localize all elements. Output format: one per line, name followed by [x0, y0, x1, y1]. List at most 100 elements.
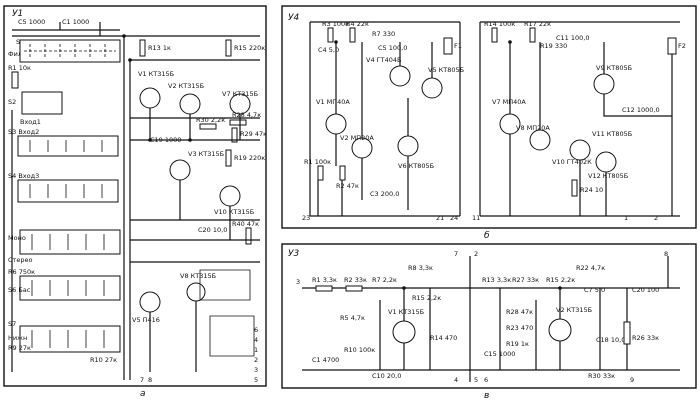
label-r29: R29 47к: [240, 130, 267, 138]
label-b-r2: R2 47к: [336, 182, 359, 190]
label-r30: R30 2,2к: [196, 116, 225, 124]
pin-b-11: 11: [472, 214, 480, 222]
resistor-r28: [229, 119, 247, 126]
fuse-f2: [667, 37, 677, 55]
label-r40: R40 47к: [232, 220, 259, 228]
label-v-r23: R23 470: [506, 324, 533, 332]
label-r6: R6 750к: [8, 268, 35, 276]
panel-a-wiring: [130, 59, 260, 372]
label-v-c13: C7 5,0: [584, 286, 605, 294]
resistor-r30: [199, 123, 217, 130]
resistor-r40: [245, 227, 252, 245]
label-v-c10: C10 20,0: [372, 372, 401, 380]
label-v-r1: R1 3,3к: [312, 276, 337, 284]
label-v-v1: V1 КТ315Б: [388, 308, 424, 316]
pin-v-3: 3: [296, 278, 300, 286]
label-v-r10: R10 100к: [344, 346, 375, 354]
label-b-v2: V2 МП20А: [340, 134, 374, 142]
transistor-v8: [186, 282, 206, 302]
switch-bank-s1: [19, 39, 121, 63]
label-b-v1: V1 МП40А: [316, 98, 350, 106]
switch-bank-s7: [19, 325, 121, 353]
resistor-r29: [231, 127, 238, 143]
label-b-r17: R17 22к: [524, 20, 551, 28]
resistor-b-r17: [529, 27, 536, 43]
label-low: Нижн: [8, 334, 27, 342]
pin-b-2: 2: [654, 214, 658, 222]
label-v-r19: R19 1к: [506, 340, 529, 348]
label-b-v10: V10 ГТ402К: [552, 158, 592, 166]
transistor-b-v10: [569, 139, 591, 161]
panel-a-bus-top: [12, 22, 260, 37]
pin-a-1: 1: [254, 346, 258, 354]
label-b-c5: C5 100,0: [378, 44, 407, 52]
resistor-b-r2: [339, 165, 346, 181]
panel-b-left-rails: [309, 21, 461, 217]
pin-v-8: 8: [664, 250, 668, 258]
label-r10: R10 27к: [90, 356, 117, 364]
label-b-v11: V11 КТ805Б: [592, 130, 632, 138]
transistor-v10: [219, 185, 241, 207]
label-s3: S3 Вход2: [8, 128, 39, 136]
label-mono: Моно: [8, 234, 26, 242]
label-v-r8: R8 3,3к: [408, 264, 433, 272]
label-c5: С5 1000: [18, 18, 45, 26]
resistor-b-r24: [571, 179, 578, 197]
label-b-r7: R7 330: [372, 30, 395, 38]
pin-a-4: 4: [254, 336, 258, 344]
pin-a-2: 2: [254, 356, 258, 364]
pin-a-3: 3: [254, 366, 258, 374]
label-b-r14: R14 100к: [484, 20, 515, 28]
panel-v-left-wiring: [379, 288, 431, 370]
panel-b: У4 б R3 100к R4 22к C4 5,0 C5 100,0 R7 3…: [281, 5, 697, 241]
label-b-c12: C12 1000,0: [622, 106, 660, 114]
resistor-b-r3: [327, 27, 334, 43]
label-v-r14: R14 470: [430, 334, 457, 342]
label-b-r4: R4 22к: [346, 20, 369, 28]
resistor-r1: [11, 71, 19, 89]
label-b-c3: C3 200,0: [370, 190, 399, 198]
transistor-v-v2: [548, 318, 572, 342]
label-v-c1: C1 4700: [312, 356, 339, 364]
panel-v-right-wiring: [499, 256, 669, 370]
label-v2: V2 КТ315Б: [168, 82, 204, 90]
transistor-b-v6: [397, 135, 419, 157]
pin-a-6: 6: [254, 326, 258, 334]
label-v-r13: R13 3,3к: [482, 276, 511, 284]
resistor-b-r14: [491, 27, 498, 43]
label-s4: S4 Вход3: [8, 172, 39, 180]
label-v-r27: R27 33к: [512, 276, 539, 284]
label-c1: С1 1000: [62, 18, 89, 26]
transistor-v1: [139, 87, 161, 109]
panel-v: У3 в 3 7 2 4 5 6 8 9 R1 3,3к R2 33к R7 2…: [281, 243, 697, 401]
pin-v-6: 6: [484, 376, 488, 384]
label-v3: V3 КТ315Б: [188, 150, 224, 158]
label-b-r19: R19 330: [540, 42, 567, 50]
resistor-r15: [225, 39, 232, 57]
label-v5: V5 П416: [132, 316, 160, 324]
panel-b-id: У4: [288, 13, 299, 23]
label-b-v12: V12 КТ805Б: [588, 172, 628, 180]
label-b-c4: C4 5,0: [318, 46, 339, 54]
label-r15: R15 220к: [234, 44, 265, 52]
label-f2: F2: [678, 42, 686, 50]
pin-a-7: 7: [140, 376, 144, 384]
label-v10: V10 КТ315Б: [214, 208, 254, 216]
transistor-v2: [179, 93, 201, 115]
label-v-r7: R7 2,2к: [372, 276, 397, 284]
transistor-v5: [139, 291, 161, 313]
pin-a-5: 5: [254, 376, 258, 384]
panel-a-id: У1: [12, 9, 23, 19]
label-v1: V1 КТ315Б: [138, 70, 174, 78]
transistor-b-v12: [595, 151, 617, 173]
pin-b-24: 24: [450, 214, 458, 222]
resistor-v-r1: [315, 285, 333, 292]
label-v7: V7 КТ315Б: [222, 90, 258, 98]
label-stereo: Стерео: [8, 256, 32, 264]
label-v-r2: R2 33к: [344, 276, 367, 284]
label-s2: S2: [8, 98, 16, 106]
label-v-v2: V2 КТ315Б: [556, 306, 592, 314]
label-r13: R13 1к: [148, 44, 171, 52]
